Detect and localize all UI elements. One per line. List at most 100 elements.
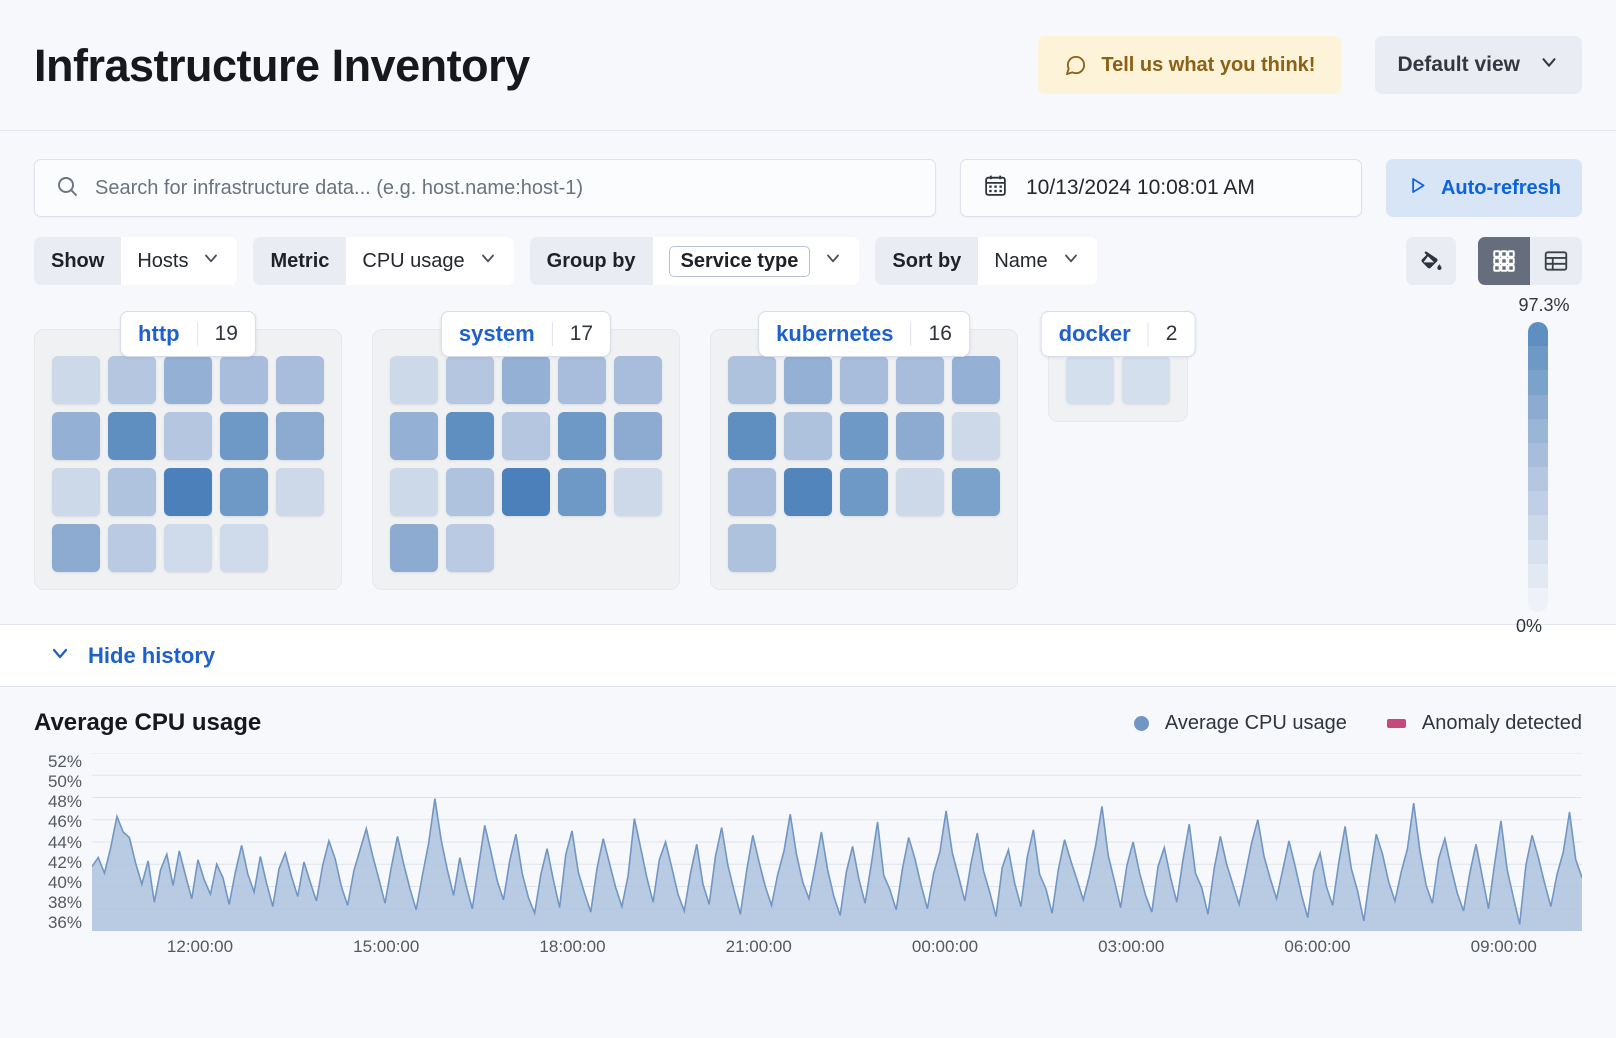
chart-plot-area[interactable] xyxy=(92,753,1582,931)
host-tile[interactable] xyxy=(446,524,494,572)
host-tile[interactable] xyxy=(390,412,438,460)
legend-step xyxy=(1528,563,1548,588)
host-tile[interactable] xyxy=(840,412,888,460)
host-tile[interactable] xyxy=(728,468,776,516)
filter-row: Show Hosts Metric CPU usage Group by Ser… xyxy=(34,237,1582,285)
host-tile[interactable] xyxy=(502,468,550,516)
table-view-icon[interactable] xyxy=(1530,237,1582,285)
chart-area-fill xyxy=(92,798,1582,931)
host-tile[interactable] xyxy=(276,468,324,516)
host-tile[interactable] xyxy=(164,412,212,460)
host-tile[interactable] xyxy=(952,356,1000,404)
host-tile[interactable] xyxy=(446,356,494,404)
chevron-down-icon[interactable] xyxy=(48,641,72,670)
filter-metric-select[interactable]: CPU usage xyxy=(346,237,514,285)
host-tile[interactable] xyxy=(52,412,100,460)
host-tile[interactable] xyxy=(558,412,606,460)
host-tile[interactable] xyxy=(108,468,156,516)
host-tile[interactable] xyxy=(220,412,268,460)
legend-item-average-cpu-usage[interactable]: Average CPU usage xyxy=(1133,712,1347,735)
host-tile[interactable] xyxy=(558,356,606,404)
host-tile[interactable] xyxy=(220,468,268,516)
host-tile[interactable] xyxy=(840,356,888,404)
host-tile[interactable] xyxy=(220,356,268,404)
legend-label-anomaly-detected: Anomaly detected xyxy=(1421,711,1582,734)
host-tile[interactable] xyxy=(952,412,1000,460)
host-tile[interactable] xyxy=(390,524,438,572)
host-tile[interactable] xyxy=(108,412,156,460)
host-tile[interactable] xyxy=(1122,356,1170,404)
auto-refresh-button[interactable]: Auto-refresh xyxy=(1386,159,1582,217)
host-tile[interactable] xyxy=(164,356,212,404)
host-tile[interactable] xyxy=(52,524,100,572)
host-tile[interactable] xyxy=(276,412,324,460)
legend-max-label: 97.3% xyxy=(1518,295,1570,315)
host-tile[interactable] xyxy=(164,524,212,572)
host-tile[interactable] xyxy=(164,468,212,516)
host-tile[interactable] xyxy=(390,356,438,404)
host-tile[interactable] xyxy=(614,412,662,460)
host-tile[interactable] xyxy=(784,356,832,404)
grid-view-icon[interactable] xyxy=(1478,237,1530,285)
host-tile[interactable] xyxy=(896,412,944,460)
y-tick-label: 40% xyxy=(47,872,82,892)
host-tile[interactable] xyxy=(728,412,776,460)
legend-step xyxy=(1528,370,1548,395)
legend-step xyxy=(1528,491,1548,516)
host-tile[interactable] xyxy=(784,412,832,460)
history-chart-panel: Average CPU usage Average CPU usage Anom… xyxy=(0,687,1616,963)
host-tile[interactable] xyxy=(390,468,438,516)
calendar-icon xyxy=(983,173,1008,203)
paint-bucket-icon[interactable] xyxy=(1406,237,1456,285)
group-name: kubernetes xyxy=(776,321,894,346)
host-tile[interactable] xyxy=(952,468,1000,516)
controls-section: Search for infrastructure data... (e.g. … xyxy=(0,131,1616,285)
page-header: Infrastructure Inventory Tell us what yo… xyxy=(0,0,1616,131)
host-tile[interactable] xyxy=(276,356,324,404)
host-tile[interactable] xyxy=(108,356,156,404)
host-tile[interactable] xyxy=(446,468,494,516)
host-tile[interactable] xyxy=(558,468,606,516)
host-tile[interactable] xyxy=(1066,356,1114,404)
filter-sort-by-label: Sort by xyxy=(875,237,979,285)
search-input[interactable]: Search for infrastructure data... (e.g. … xyxy=(34,159,936,217)
filter-sort-by-select[interactable]: Name xyxy=(978,237,1097,285)
y-tick-label: 44% xyxy=(47,832,82,852)
host-tile[interactable] xyxy=(614,468,662,516)
date-picker[interactable]: 10/13/2024 10:08:01 AM xyxy=(960,159,1362,217)
feedback-button[interactable]: Tell us what you think! xyxy=(1038,36,1342,94)
host-tile[interactable] xyxy=(840,468,888,516)
host-tile[interactable] xyxy=(502,356,550,404)
host-tile[interactable] xyxy=(784,468,832,516)
host-tile[interactable] xyxy=(52,356,100,404)
host-tile[interactable] xyxy=(446,412,494,460)
host-tile[interactable] xyxy=(52,468,100,516)
host-tile[interactable] xyxy=(220,524,268,572)
host-tile[interactable] xyxy=(502,412,550,460)
host-tile[interactable] xyxy=(728,524,776,572)
group-count: 19 xyxy=(196,322,255,346)
hide-history-button[interactable]: Hide history xyxy=(88,642,216,668)
host-tile[interactable] xyxy=(108,524,156,572)
legend-gradient xyxy=(1528,322,1548,612)
filter-group-by-select[interactable]: Service type xyxy=(652,237,860,285)
host-tile[interactable] xyxy=(896,356,944,404)
group-count: 2 xyxy=(1147,322,1195,346)
host-tile[interactable] xyxy=(614,356,662,404)
host-tile[interactable] xyxy=(896,468,944,516)
view-selector-button[interactable]: Default view xyxy=(1375,36,1582,94)
legend-item-anomaly-detected[interactable]: Anomaly detected xyxy=(1386,711,1582,735)
layout-segmented-control xyxy=(1478,237,1582,285)
filter-show-select[interactable]: Hosts xyxy=(121,237,238,285)
legend-marker-dot xyxy=(1133,715,1149,731)
host-tile[interactable] xyxy=(728,356,776,404)
x-tick-label: 03:00:00 xyxy=(1098,937,1165,956)
chevron-down-icon xyxy=(201,248,221,274)
